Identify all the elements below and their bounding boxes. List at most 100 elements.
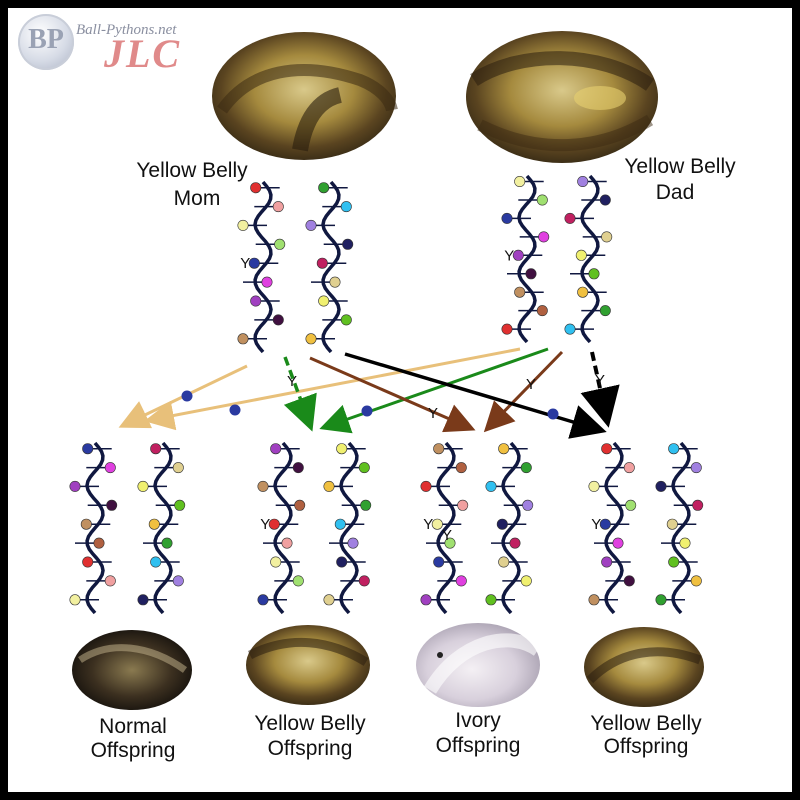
chromosome-strand [339, 441, 359, 615]
allele-bead [623, 462, 635, 474]
allele-bead [420, 594, 432, 606]
chromosome-strand [85, 441, 105, 615]
allele-bead [281, 537, 293, 549]
offspring-4-label-line2: Offspring [604, 735, 689, 758]
chromosome [69, 441, 118, 615]
allele-bead [172, 575, 184, 587]
allele-bead [318, 182, 330, 194]
allele-bead [257, 480, 269, 492]
gene-marker-label: Y [428, 405, 438, 422]
chromosome [305, 180, 354, 354]
allele-bead [261, 276, 273, 288]
arrow-dad-to-normal [144, 347, 521, 431]
allele-bead [329, 276, 341, 288]
chromosome-strand [580, 174, 600, 344]
allele-bead [485, 594, 497, 606]
allele-bead [501, 323, 513, 335]
allele-bead [655, 594, 667, 606]
allele-bead [340, 314, 352, 326]
gene-marker-label: Y [442, 527, 452, 544]
mom-label-line1: Yellow Belly [136, 159, 248, 182]
allele-bead [577, 286, 589, 298]
chromosome [564, 174, 613, 344]
allele-bead [666, 518, 678, 530]
allele-bead [522, 499, 534, 511]
allele-bead [237, 333, 249, 345]
allele-bead [599, 518, 611, 530]
allele-bead [270, 443, 282, 455]
allele-bead [612, 537, 624, 549]
arrow-mom-to-yellow-belly [283, 356, 317, 432]
allele-bead [536, 305, 548, 317]
allele-bead [520, 462, 532, 474]
gene-marker-label: Y [595, 372, 605, 389]
chromosome: Y [257, 441, 306, 615]
dad-label-line2: Dad [656, 181, 695, 204]
allele-bead [588, 480, 600, 492]
arrow-mom-to-ivory [309, 356, 476, 433]
watermark-initials: JLC [104, 31, 182, 76]
gene-marker-label: Y [240, 255, 250, 272]
allele-bead [69, 594, 81, 606]
allele-bead [485, 480, 497, 492]
allele-bead [237, 219, 249, 231]
allele-bead [336, 556, 348, 568]
allele-bead [564, 212, 576, 224]
offspring-2-label-line2: Offspring [268, 737, 353, 760]
chromosome [655, 441, 704, 615]
allele-bead [498, 556, 510, 568]
chromosome-strand [273, 441, 293, 615]
allele-bead [174, 499, 186, 511]
allele-bead [137, 594, 149, 606]
allele-bead [82, 443, 94, 455]
allele-bead [433, 443, 445, 455]
offspring-4-label-line1: Yellow Belly [590, 712, 702, 735]
offspring-1-label-line1: Normal [99, 715, 167, 738]
allele-bead [692, 499, 704, 511]
allele-bead [257, 594, 269, 606]
allele-bead [564, 323, 576, 335]
allele-bead [248, 257, 260, 269]
allele-bead [577, 176, 589, 188]
allele-bead [514, 286, 526, 298]
allele-bead [69, 480, 81, 492]
allele-bead [294, 499, 306, 511]
allele-bead [358, 462, 370, 474]
offspring-2-photo [246, 625, 370, 705]
allele-bead [104, 575, 116, 587]
allele-bead [274, 238, 286, 250]
dad-photo [466, 31, 658, 163]
allele-bead [292, 575, 304, 587]
allele-bead [272, 201, 284, 213]
allele-bead [625, 499, 637, 511]
allele-bead [82, 556, 94, 568]
allele-bead [342, 238, 354, 250]
watermark-site: Ball-Pythons.net [76, 22, 177, 38]
arrow-dad-to-ivory [483, 350, 564, 433]
allele-bead [150, 556, 162, 568]
allele-bead [229, 404, 241, 416]
watermark-badge-text: BP [28, 24, 64, 55]
allele-bead [104, 462, 116, 474]
watermark-logo: BP [18, 14, 74, 70]
allele-bead [547, 408, 559, 420]
allele-bead [270, 556, 282, 568]
allele-bead [334, 518, 346, 530]
allele-bead [668, 443, 680, 455]
allele-bead [347, 537, 359, 549]
allele-bead [668, 556, 680, 568]
chromosome-strand [604, 441, 624, 615]
allele-bead [601, 556, 613, 568]
allele-bead [318, 295, 330, 307]
allele-bead [520, 575, 532, 587]
allele-bead [538, 231, 550, 243]
gene-marker-label: Y [423, 516, 433, 533]
gene-marker-label: Y [260, 516, 270, 533]
allele-bead [316, 257, 328, 269]
allele-bead [455, 462, 467, 474]
allele-bead [599, 305, 611, 317]
offspring-3-photo [416, 623, 543, 707]
